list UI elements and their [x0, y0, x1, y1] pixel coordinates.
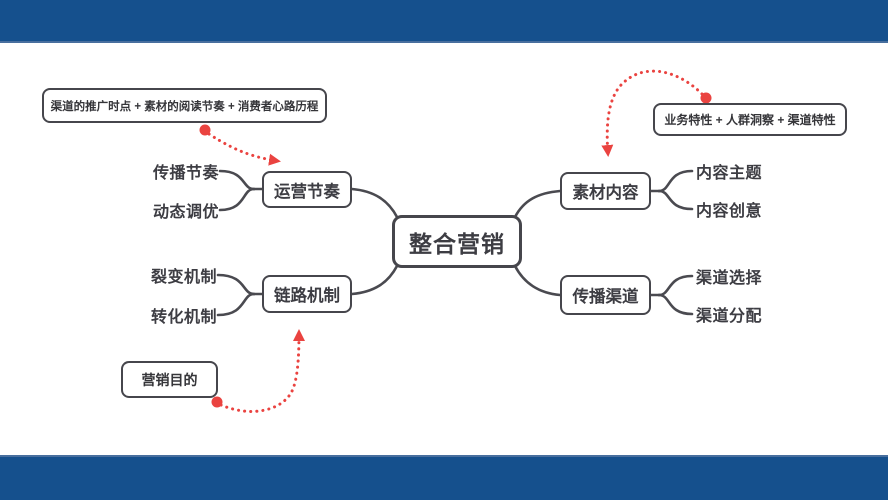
arrow-origin-dot-2: [700, 92, 712, 104]
callout-marketing-purpose[interactable]: 营销目的: [121, 361, 218, 398]
leaf-content-idea[interactable]: 内容创意: [696, 203, 763, 220]
arrow-callout3-to-link: [219, 329, 305, 413]
connector-leaf-content-idea: [657, 189, 694, 211]
connector-root-operation: [350, 187, 399, 219]
connector-root-channel: [513, 264, 562, 297]
bottom-border-bar: [0, 455, 888, 500]
leaf-content-topic[interactable]: 内容主题: [696, 165, 763, 182]
connector-leaf-channel-alloc: [657, 293, 694, 316]
leaf-fission-mechanism[interactable]: 裂变机制: [151, 269, 218, 286]
arrow-origin-dots: [199, 92, 712, 408]
connector-root-link: [350, 264, 399, 296]
leaf-dynamic-tuning[interactable]: 动态调优: [153, 204, 220, 221]
root-node[interactable]: 整合营销: [392, 215, 522, 268]
callout-operation-rhythm-note[interactable]: 渠道的推广时点 + 素材的阅读节奏 + 消费者心路历程: [42, 88, 327, 123]
top-border-bar: [0, 0, 888, 43]
annotation-arrows: [207, 69, 704, 413]
branch-connectors: [216, 169, 694, 317]
connector-leaf-fission: [216, 273, 256, 296]
connector-leaf-dynamic-tuning: [218, 187, 256, 212]
leaf-spread-rhythm[interactable]: 传播节奏: [153, 165, 220, 182]
callout-material-content-note[interactable]: 业务特性 + 人群洞察 + 渠道特性: [653, 103, 847, 136]
connector-leaf-conversion: [216, 292, 256, 317]
arrow-origin-dot-3: [211, 396, 223, 408]
connector-leaf-spread-rhythm: [218, 169, 256, 191]
operation-rhythm-node[interactable]: 运营节奏: [262, 171, 352, 208]
material-content-node[interactable]: 素材内容: [560, 172, 651, 210]
leaf-conversion-mechanism[interactable]: 转化机制: [151, 309, 218, 326]
connector-leaf-channel-select: [657, 274, 694, 297]
connector-root-material: [513, 189, 562, 219]
leaf-channel-selection[interactable]: 渠道选择: [696, 270, 763, 287]
leaf-channel-allocation[interactable]: 渠道分配: [696, 308, 763, 325]
link-mechanism-node[interactable]: 链路机制: [262, 275, 352, 313]
arrow-callout1-to-operation: [207, 132, 281, 166]
arrow-origin-dot-1: [199, 124, 211, 136]
spread-channel-node[interactable]: 传播渠道: [560, 275, 651, 315]
connector-leaf-content-topic: [657, 169, 694, 193]
